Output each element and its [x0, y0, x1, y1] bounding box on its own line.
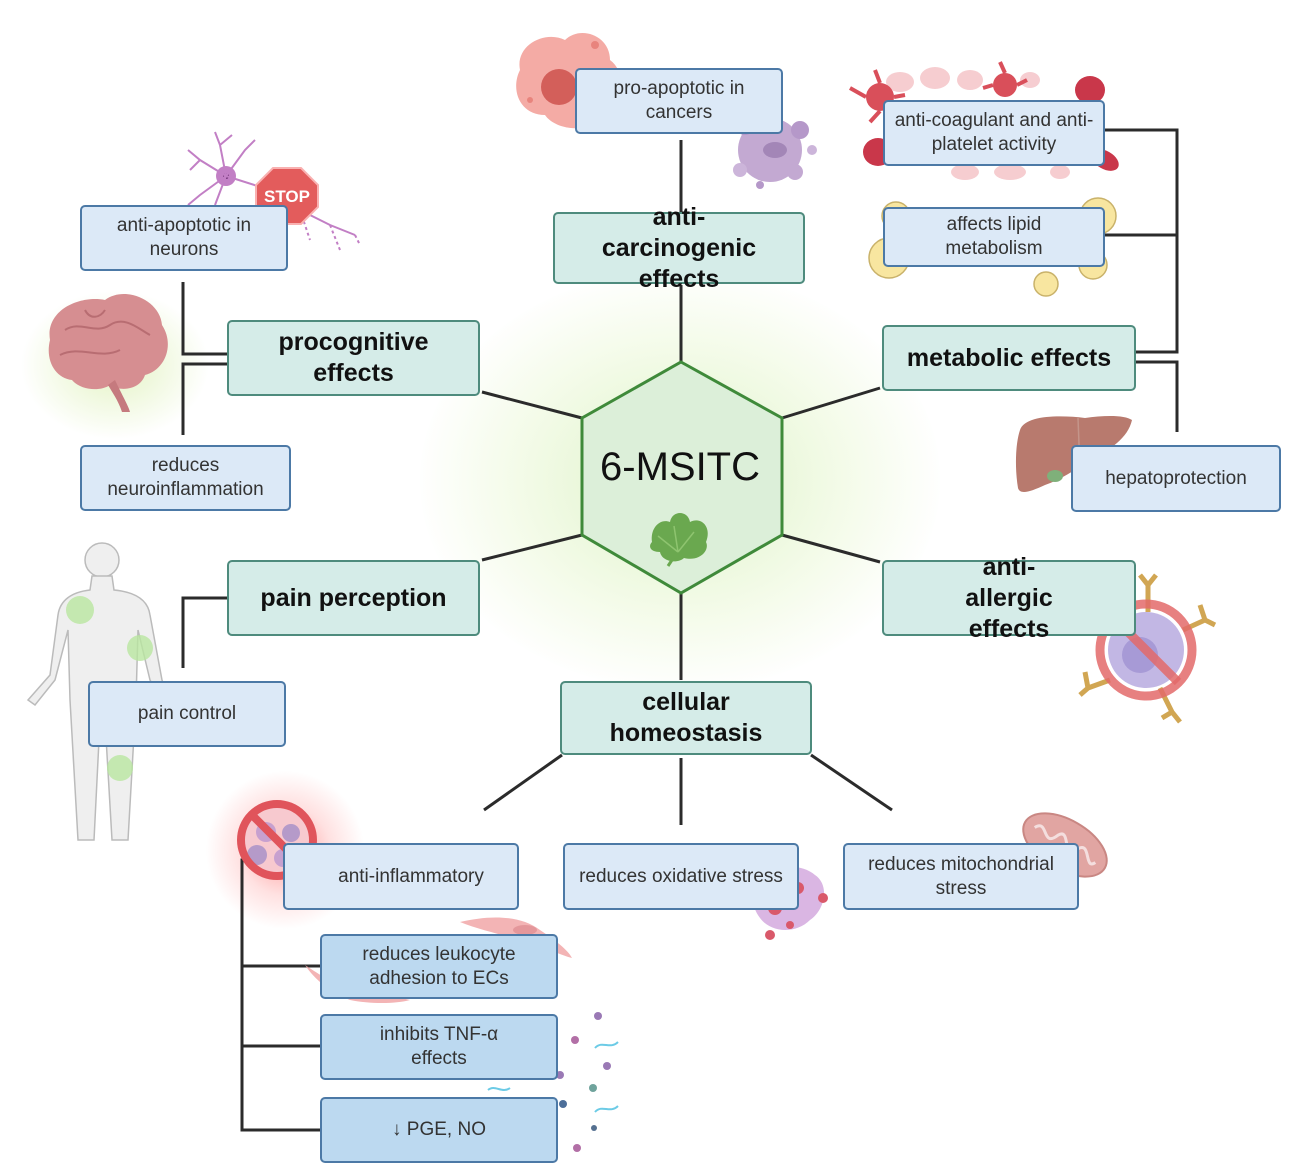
effect-label: pain control [137, 703, 237, 724]
spoke-upper-right [781, 386, 881, 420]
spoke-lower-left [481, 533, 583, 562]
connector-cellular-right [810, 753, 893, 812]
neuron-icon [187, 131, 361, 251]
connector-metabolic-down [1136, 360, 1179, 432]
effect-pge-no[interactable]: ↓ PGE, NO [320, 1097, 558, 1163]
spoke-lower-right [781, 533, 881, 564]
effect-anticoagulant[interactable]: anti-coagulant and anti-platelet activit… [883, 100, 1105, 166]
effect-label: reduces oxidative stress [579, 865, 783, 887]
effect-label: hepatoprotection [1105, 467, 1247, 489]
center-hexagon [580, 360, 784, 595]
category-anti-allergic[interactable]: anti-allergic effects [882, 553, 1136, 643]
spoke-upper-left [481, 390, 583, 420]
center-compound-label: 6-MSITC [600, 445, 760, 489]
category-metabolic[interactable]: metabolic effects [882, 325, 1136, 391]
effect-tnf-alpha[interactable]: inhibits TNF-α effects [320, 1014, 558, 1080]
category-label: procognitive effects [278, 328, 429, 387]
category-pain-perception[interactable]: pain perception [227, 560, 480, 636]
effect-label: anti-coagulant and anti-platelet activit… [894, 110, 1094, 155]
cytokine-particles-icon [487, 1012, 619, 1152]
effect-leukocyte-adhesion[interactable]: reduces leukocyte adhesion to ECs [320, 934, 558, 999]
effect-neuroinflammation[interactable]: reduces neuroinflammation [80, 445, 291, 511]
effect-label: inhibits TNF-α effects [379, 1024, 499, 1069]
effect-hepatoprotection[interactable]: hepatoprotection [1071, 445, 1281, 512]
connector-procognitive-up [181, 282, 228, 356]
effect-pro-apoptotic-cancers[interactable]: pro-apoptotic in cancers [575, 68, 783, 134]
leaf-icon [650, 513, 708, 567]
category-label: cellular homeostasis [609, 688, 763, 747]
category-label: metabolic effects [906, 343, 1112, 372]
effect-label: reduces neuroinflammation [107, 455, 264, 500]
effect-label: ↓ PGE, NO [392, 1119, 486, 1140]
stop-sign-text: STOP [264, 187, 310, 206]
effect-label: affects lipid metabolism [945, 214, 1043, 259]
effect-oxidative-stress[interactable]: reduces oxidative stress [563, 843, 799, 910]
effect-mitochondrial-stress[interactable]: reduces mitochondrial stress [843, 843, 1079, 910]
effect-pain-control[interactable]: pain control [88, 681, 286, 747]
category-procognitive[interactable]: procognitive effects [227, 320, 480, 396]
effect-label: pro-apoptotic in cancers [613, 78, 745, 123]
brain-icon [48, 294, 168, 412]
effect-label: anti-inflammatory [338, 865, 484, 887]
effect-label: reduces mitochondrial stress [868, 853, 1054, 899]
connector-pain [181, 596, 228, 668]
connector-procognitive-down [181, 362, 228, 435]
category-label: pain perception [260, 583, 447, 612]
effect-label: anti-apoptotic in neurons [116, 215, 252, 260]
pain-highlight-icons [66, 596, 153, 781]
category-label: anti-allergic effects [965, 552, 1053, 643]
category-label: anti-carcinogenic effects [601, 202, 757, 293]
effect-anti-apoptotic-neurons[interactable]: anti-apoptotic in neurons [80, 205, 288, 271]
effect-anti-inflammatory[interactable]: anti-inflammatory [283, 843, 519, 910]
connector-metabolic-up [1105, 128, 1179, 354]
connector-cellular-left [483, 753, 563, 812]
effect-label: reduces leukocyte adhesion to ECs [362, 943, 516, 989]
category-cellular-homeostasis[interactable]: cellular homeostasis [560, 681, 812, 755]
effect-lipid-metabolism[interactable]: affects lipid metabolism [883, 207, 1105, 267]
category-anti-carcinogenic[interactable]: anti-carcinogenic effects [553, 203, 805, 293]
